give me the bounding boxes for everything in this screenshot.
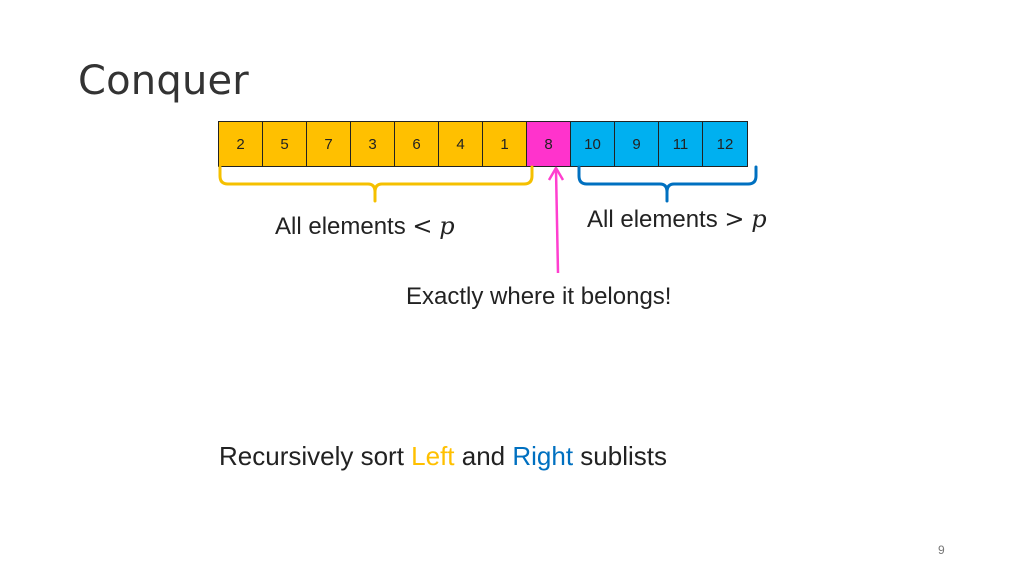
array-cell: 4 xyxy=(439,122,483,166)
caption-part: Recursively sort xyxy=(219,441,412,471)
left-label-text: All elements xyxy=(275,213,406,240)
right-group-label: All elements > p xyxy=(587,205,767,234)
pivot-arrowhead xyxy=(547,166,565,181)
right-brace xyxy=(577,165,758,203)
array-cell: 10 xyxy=(571,122,615,166)
array-cell: 9 xyxy=(615,122,659,166)
array-cell: 11 xyxy=(659,122,703,166)
right-label-operator: > xyxy=(724,205,745,233)
array-strip: 2 5 7 3 6 4 1 8 10 9 11 12 xyxy=(218,121,748,167)
page-number: 9 xyxy=(938,543,945,557)
array-cell: 2 xyxy=(219,122,263,166)
array-cell: 3 xyxy=(351,122,395,166)
array-cell: 1 xyxy=(483,122,527,166)
array-cell: 5 xyxy=(263,122,307,166)
recursion-caption: Recursively sort Left and Right sublists xyxy=(219,441,667,472)
array-cell: 7 xyxy=(307,122,351,166)
pivot-note: Exactly where it belongs! xyxy=(406,283,672,310)
pivot-cell: 8 xyxy=(527,122,571,166)
caption-part: and xyxy=(454,441,513,471)
pivot-arrow xyxy=(554,169,560,274)
right-label-variable: p xyxy=(751,205,767,233)
caption-right-word: Right xyxy=(512,441,574,471)
left-label-operator: < xyxy=(412,212,433,240)
right-label-text: All elements xyxy=(587,206,718,233)
array-cell: 6 xyxy=(395,122,439,166)
array-cell: 12 xyxy=(703,122,747,166)
caption-part: sublists xyxy=(573,441,667,471)
left-brace xyxy=(218,165,534,203)
left-group-label: All elements < p xyxy=(275,212,455,241)
slide-title: Conquer xyxy=(78,58,249,104)
left-label-variable: p xyxy=(439,212,455,240)
caption-left-word: Left xyxy=(411,441,455,471)
